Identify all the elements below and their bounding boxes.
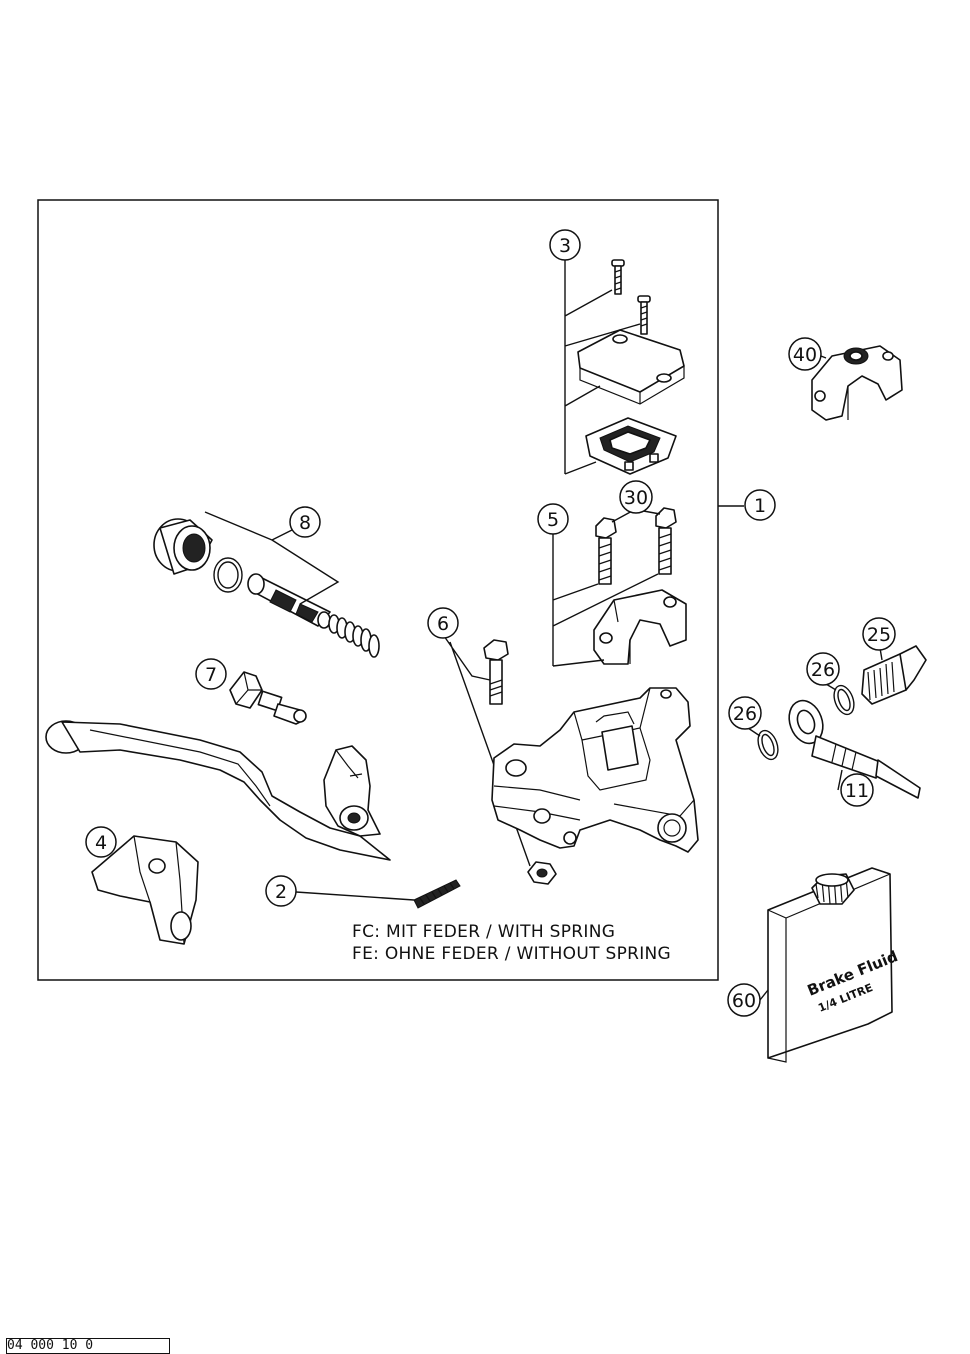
svg-text:3: 3 bbox=[559, 235, 571, 257]
callout-26-lower: 26 bbox=[728, 696, 762, 730]
note-with-spring: FC: MIT FEDER / WITH SPRING bbox=[352, 922, 616, 942]
callout-60: 60 bbox=[727, 983, 761, 1017]
drawing-code: 04 000 10 0 bbox=[6, 1338, 170, 1354]
cover-screw bbox=[611, 259, 625, 295]
svg-text:2: 2 bbox=[275, 881, 287, 903]
svg-text:6: 6 bbox=[437, 613, 449, 635]
lever-spring bbox=[295, 879, 461, 909]
clamp-bolt bbox=[595, 517, 617, 585]
callout-26-upper: 26 bbox=[806, 652, 840, 686]
svg-text:26: 26 bbox=[811, 659, 835, 681]
callout-4: 4 bbox=[85, 826, 117, 858]
svg-text:7: 7 bbox=[205, 664, 217, 686]
callout-6: 6 bbox=[427, 607, 459, 639]
circlip bbox=[213, 557, 243, 593]
callout-2: 2 bbox=[265, 875, 297, 907]
brake-hose bbox=[788, 699, 921, 799]
brake-fluid-bottle: Brake Fluid 1/4 LITRE bbox=[767, 867, 900, 1063]
callout-40: 40 bbox=[788, 337, 822, 371]
svg-text:26: 26 bbox=[733, 703, 757, 725]
pivot-nut bbox=[527, 861, 557, 885]
piston-spring bbox=[328, 614, 380, 658]
svg-text:30: 30 bbox=[624, 487, 648, 509]
svg-text:8: 8 bbox=[299, 512, 311, 534]
svg-text:60: 60 bbox=[732, 990, 756, 1012]
callout-1: 1 bbox=[744, 489, 776, 521]
lever-protector bbox=[91, 835, 199, 945]
svg-text:25: 25 bbox=[867, 624, 891, 646]
cover-screw bbox=[637, 295, 651, 335]
clamp-bolt bbox=[655, 507, 677, 575]
callout-7: 7 bbox=[195, 658, 227, 690]
svg-text:5: 5 bbox=[547, 509, 559, 531]
sealing-washer bbox=[833, 684, 855, 716]
sealing-washer bbox=[757, 729, 779, 761]
svg-text:11: 11 bbox=[845, 780, 869, 802]
callout-5: 5 bbox=[537, 503, 569, 535]
callout-8: 8 bbox=[289, 506, 321, 538]
callout-3: 3 bbox=[549, 229, 581, 261]
callout-11: 11 bbox=[840, 773, 874, 807]
master-cylinder-body bbox=[491, 687, 699, 853]
svg-text:40: 40 bbox=[793, 344, 817, 366]
assembly-frame bbox=[37, 199, 719, 981]
svg-text:4: 4 bbox=[95, 832, 107, 854]
piston bbox=[247, 573, 331, 629]
callout-30: 30 bbox=[619, 480, 653, 514]
handlebar-clamp-40 bbox=[811, 345, 903, 421]
pivot-bolt bbox=[483, 639, 509, 705]
dust-boot bbox=[153, 518, 213, 575]
lever-adjuster bbox=[229, 671, 307, 725]
callout-25: 25 bbox=[862, 617, 896, 651]
banjo-bolt bbox=[861, 645, 927, 705]
reservoir-cover bbox=[577, 329, 685, 405]
hand-lever bbox=[45, 720, 391, 861]
note-without-spring: FE: OHNE FEDER / WITHOUT SPRING bbox=[352, 944, 672, 964]
reservoir-diaphragm bbox=[585, 417, 677, 475]
reservoir-cover-set bbox=[564, 258, 685, 475]
handlebar-clamp-5 bbox=[552, 507, 687, 667]
piston-kit bbox=[153, 511, 380, 658]
svg-text:1: 1 bbox=[754, 495, 766, 517]
